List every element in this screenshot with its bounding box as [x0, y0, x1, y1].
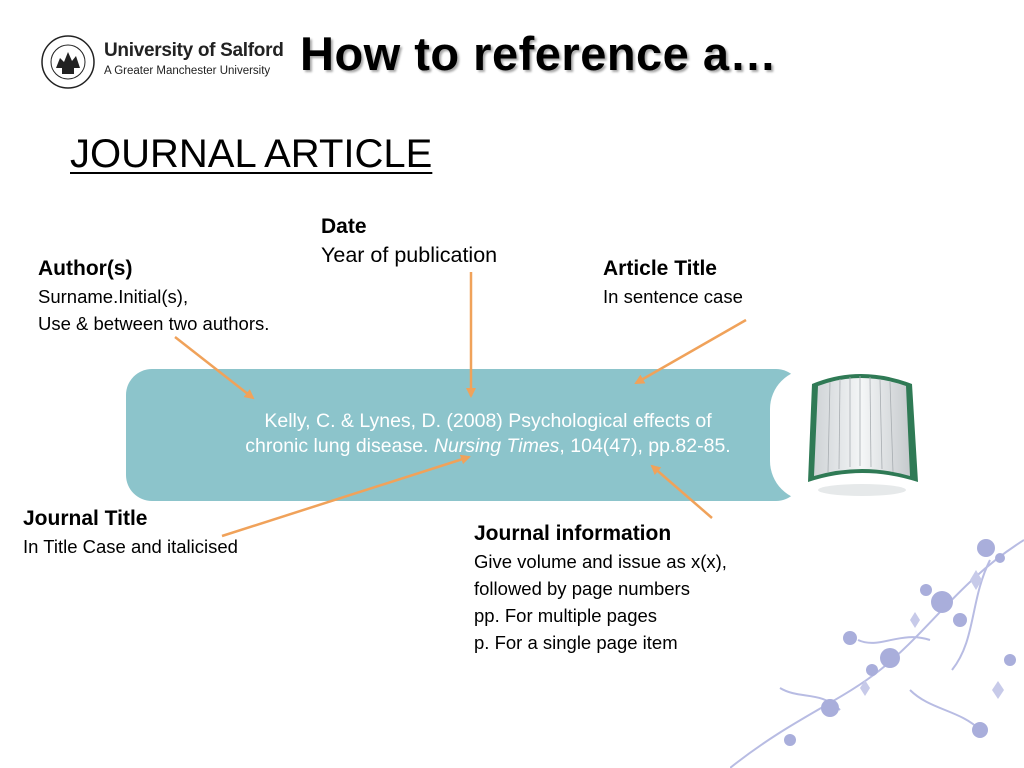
journal-info-line-4: p. For a single page item — [474, 632, 678, 653]
university-seal-icon — [41, 35, 95, 89]
university-subtitle: A Greater Manchester University — [104, 65, 271, 77]
authors-description-2: Use & between two authors. — [38, 313, 270, 334]
date-heading: Date — [321, 215, 367, 238]
article-title-label: Article Title In sentence case — [603, 255, 743, 310]
authors-description-1: Surname.Initial(s), — [38, 286, 189, 307]
authors-label: Author(s) Surname.Initial(s), Use & betw… — [38, 255, 269, 337]
citation-line-1: Kelly, C. & Lynes, D. (2008) Psychologic… — [264, 410, 712, 432]
page-title: How to reference a… — [300, 27, 778, 80]
authors-heading: Author(s) — [38, 257, 133, 280]
article-title-heading: Article Title — [603, 257, 717, 280]
journal-info-heading: Journal information — [474, 522, 672, 545]
citation-line-2-start: chronic lung disease. — [245, 435, 434, 457]
journal-info-line-2: followed by page numbers — [474, 578, 690, 599]
citation-example: Kelly, C. & Lynes, D. (2008) Psychologic… — [150, 409, 826, 459]
journal-info-line-1: Give volume and issue as x(x), — [474, 551, 727, 572]
section-subtitle: JOURNAL ARTICLE — [70, 132, 433, 176]
journal-info-line-3: pp. For multiple pages — [474, 605, 658, 626]
date-label: Date Year of publication — [321, 213, 497, 269]
book-icon — [808, 374, 918, 496]
journal-info-label: Journal information Give volume and issu… — [474, 520, 727, 656]
date-description: Year of publication — [321, 243, 498, 267]
citation-line-2-end: , 104(47), pp.82-85. — [559, 435, 731, 457]
article-title-description: In sentence case — [603, 286, 743, 307]
floral-decoration — [730, 539, 1024, 768]
journal-title-label: Journal Title In Title Case and italicis… — [23, 505, 238, 560]
citation-journal-name: Nursing Times — [433, 435, 560, 457]
journal-title-heading: Journal Title — [23, 507, 148, 530]
journal-title-description: In Title Case and italicised — [23, 536, 238, 557]
university-name: University of Salford — [104, 40, 284, 61]
citation-line-2: chronic lung disease. Nursing Times, 104… — [150, 434, 826, 459]
university-logo: University of Salford A Greater Manchest… — [40, 34, 284, 90]
